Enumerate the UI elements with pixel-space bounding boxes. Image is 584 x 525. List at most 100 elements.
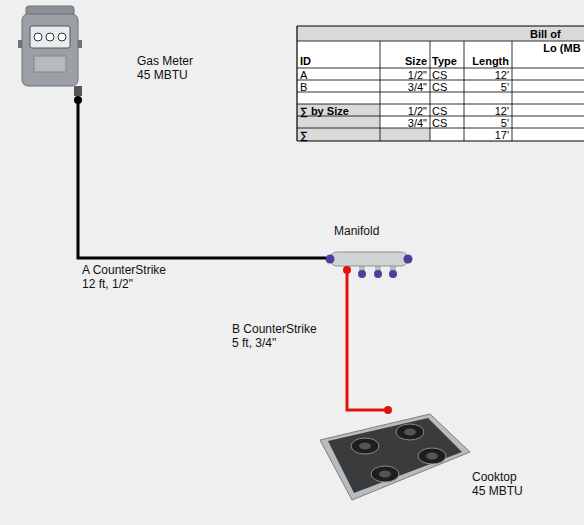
table-cell: 3/4" <box>382 117 427 129</box>
table-cell: 5' <box>466 81 509 93</box>
table-text: 3/4" <box>382 81 427 93</box>
table-cell: CS <box>432 105 462 117</box>
bom-table <box>297 26 584 141</box>
gas-meter-illustration <box>34 33 42 41</box>
bom-table <box>296 26 297 141</box>
bom-table <box>297 26 584 141</box>
node-name: Cooktop <box>472 470 517 484</box>
gas-meter-illustration <box>34 56 66 72</box>
table-cell: 3/4" <box>382 81 427 93</box>
cooktop-illustration <box>328 418 462 493</box>
table-text: B <box>300 81 378 93</box>
table-cell: Length <box>466 55 509 67</box>
gas-pipe <box>347 272 388 410</box>
cooktop-illustration <box>404 429 416 436</box>
gas-meter-illustration <box>46 33 54 41</box>
gas-meter-illustration <box>74 86 82 96</box>
cooktop-node: Cooktop45 MBTU <box>306 410 538 502</box>
meter-node: Gas Meter45 MBTU <box>18 4 228 100</box>
cooktop-illustration <box>426 453 438 460</box>
cooktop-illustration <box>351 438 379 454</box>
bom-table <box>297 128 430 141</box>
gas-meter-illustration <box>58 33 66 41</box>
table-text: 1/2" <box>382 105 427 117</box>
pipe-label: B CounterStrike 5 ft, 3/4" <box>232 322 320 350</box>
manifold-illustration <box>330 252 408 266</box>
table-text: CS <box>432 117 462 129</box>
table-cell: CS <box>432 117 462 129</box>
manifold-illustration <box>358 270 366 278</box>
table-text: 17' <box>466 129 509 141</box>
manifold-illustration <box>404 255 413 264</box>
node-name: Manifold <box>334 224 379 238</box>
gas-meter-illustration <box>22 14 78 86</box>
table-cell: 12' <box>466 69 509 81</box>
table-text: CS <box>432 105 462 117</box>
table-cell: 1/2" <box>382 69 427 81</box>
manifold-node: Manifold <box>326 222 414 272</box>
bom-table <box>512 41 513 141</box>
manifold-illustration <box>326 252 413 278</box>
table-cell: ∑ <box>300 129 378 141</box>
table-text: Type <box>432 55 462 67</box>
cooktop-illustration <box>379 471 391 478</box>
cooktop-illustration <box>320 406 470 500</box>
table-text: CS <box>432 81 462 93</box>
bom-table <box>297 25 584 26</box>
node-rating: 45 MBTU <box>472 484 523 498</box>
table-text: 1/2" <box>382 69 427 81</box>
table-text: Size <box>382 55 427 67</box>
manifold-illustration <box>374 270 382 278</box>
cooktop-illustration <box>396 424 424 440</box>
table-cell: Bill of <box>530 28 584 40</box>
bom-table <box>297 68 584 69</box>
bom-table <box>464 41 465 141</box>
table-cell: Lo (MB <box>542 42 582 54</box>
table-text: Lo (MB <box>542 42 582 54</box>
bom-table <box>297 41 584 141</box>
table-cell: ID <box>300 55 378 67</box>
table-cell: Size <box>382 55 427 67</box>
table-cell: 12' <box>466 105 509 117</box>
manifold-illustration <box>326 255 335 264</box>
table-cell: 1/2" <box>382 105 427 117</box>
gas-meter-illustration <box>30 26 70 48</box>
cooktop-illustration <box>320 414 470 500</box>
node-rating: 45 MBTU <box>137 68 188 82</box>
table-cell: 5' <box>466 117 509 129</box>
table-text: ∑ <box>300 129 378 141</box>
bom-table <box>380 41 381 141</box>
bom-table <box>297 104 584 105</box>
cooktop-illustration <box>371 466 399 482</box>
table-text: ∑ by Size <box>300 105 378 117</box>
table-cell: ∑ by Size <box>300 105 378 117</box>
table-text: ID <box>300 55 378 67</box>
gas-meter-illustration <box>18 6 82 104</box>
table-text: 3/4" <box>382 117 427 129</box>
manifold-illustration <box>389 270 397 278</box>
cooktop-illustration <box>418 448 446 464</box>
cooktop-illustration <box>359 443 371 450</box>
bom-table <box>430 41 431 141</box>
table-text: 12' <box>466 105 509 117</box>
table-text: Bill of <box>530 28 584 40</box>
pipe-label-box: A CounterStrike 12 ft, 1/2" <box>82 263 170 291</box>
table-text: 5' <box>466 117 509 129</box>
table-cell: B <box>300 81 378 93</box>
table-cell: 17' <box>466 129 509 141</box>
gas-pipe <box>78 100 326 258</box>
table-cell: A <box>300 69 378 81</box>
bom-table <box>297 41 584 42</box>
table-text: 12' <box>466 69 509 81</box>
table-text: Length <box>466 55 509 67</box>
table-cell: Type <box>432 55 462 67</box>
table-text: CS <box>432 69 462 81</box>
pipe-label: A CounterStrike 12 ft, 1/2" <box>82 263 170 291</box>
table-cell: CS <box>432 69 462 81</box>
table-text: 5' <box>466 81 509 93</box>
bom-table <box>297 26 584 41</box>
table-text: A <box>300 69 378 81</box>
table-cell: CS <box>432 81 462 93</box>
